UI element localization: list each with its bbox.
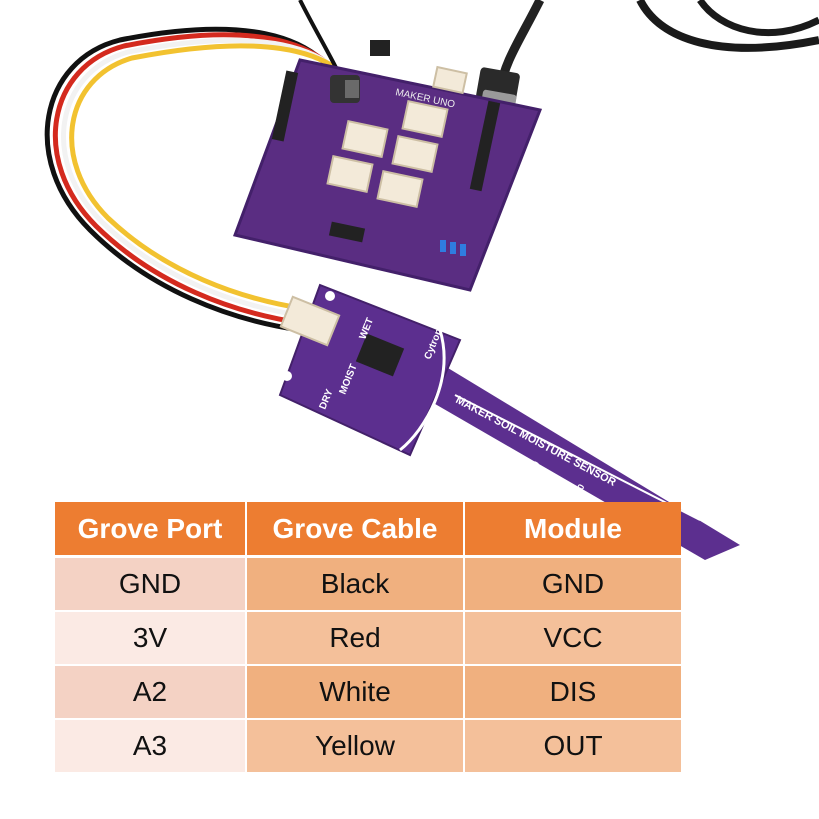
table-row: GND Black GND bbox=[55, 558, 681, 612]
cell-module: OUT bbox=[465, 720, 681, 774]
cell-grove-port: 3V bbox=[55, 612, 247, 666]
soil-moisture-sensor: MAKER SOIL MOISTURE SENSOR DRY MOIST WET… bbox=[278, 283, 740, 560]
table-row: A2 White DIS bbox=[55, 666, 681, 720]
grove-cable bbox=[44, 26, 368, 333]
cell-grove-cable: Red bbox=[247, 612, 465, 666]
scale-mark-30: 30 bbox=[573, 482, 587, 496]
header-grove-port: Grove Port bbox=[55, 502, 247, 558]
scale-mark-50: 50 bbox=[483, 437, 497, 451]
cell-module: VCC bbox=[465, 612, 681, 666]
cell-module: GND bbox=[465, 558, 681, 612]
pin-connection-table: Grove Port Grove Cable Module GND Black … bbox=[55, 502, 681, 774]
cell-grove-port: A3 bbox=[55, 720, 247, 774]
table-row: A3 Yellow OUT bbox=[55, 720, 681, 774]
cell-grove-cable: Black bbox=[247, 558, 465, 612]
scale-mark-40: 40 bbox=[528, 459, 542, 473]
header-module: Module bbox=[465, 502, 681, 558]
scale-mark-60: 60 bbox=[435, 412, 449, 426]
maker-uno-board: MAKER UNO bbox=[233, 40, 543, 292]
table-header-row: Grove Port Grove Cable Module bbox=[55, 502, 681, 558]
cell-grove-cable: White bbox=[247, 666, 465, 720]
sensor-title: MAKER SOIL MOISTURE SENSOR bbox=[454, 394, 618, 489]
table-row: 3V Red VCC bbox=[55, 612, 681, 666]
grove-connector bbox=[279, 295, 341, 347]
cell-grove-cable: Yellow bbox=[247, 720, 465, 774]
cell-grove-port: A2 bbox=[55, 666, 247, 720]
header-grove-cable: Grove Cable bbox=[247, 502, 465, 558]
cell-grove-port: GND bbox=[55, 558, 247, 612]
cell-module: DIS bbox=[465, 666, 681, 720]
